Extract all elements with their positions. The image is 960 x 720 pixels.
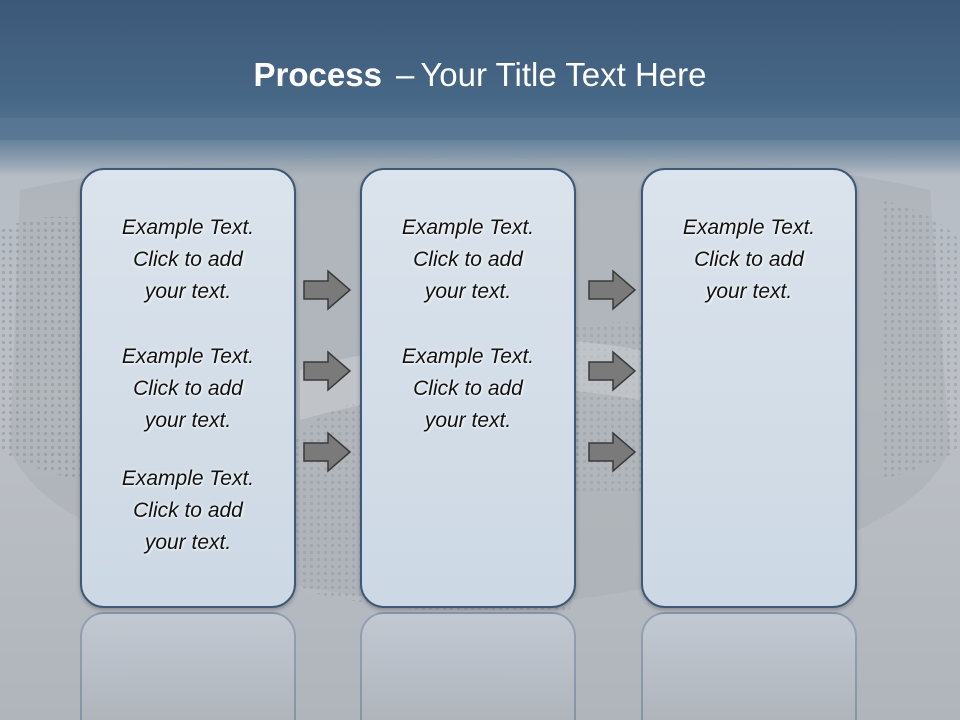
text-line: Example Text.	[121, 216, 255, 239]
panel-reflection-3	[641, 612, 857, 720]
text-line: Click to add	[694, 248, 804, 271]
process-panel-3[interactable]: Example Text. Click to add your text.	[641, 168, 857, 608]
text-line: your text.	[424, 409, 512, 432]
slide-title[interactable]: Process–Your Title Text Here	[0, 52, 960, 98]
title-bold: Process	[253, 56, 382, 93]
process-panel-2[interactable]: Example Text. Click to add your text. Ex…	[360, 168, 576, 608]
text-line: Example Text.	[121, 467, 255, 490]
text-line: your text.	[144, 280, 232, 303]
right-arrow-icon[interactable]	[587, 349, 637, 393]
panel-1-text-3[interactable]: Example Text. Click to add your text.	[82, 463, 294, 559]
panel-reflection-1	[80, 612, 296, 720]
text-line: Click to add	[413, 248, 523, 271]
text-line: your text.	[424, 280, 512, 303]
text-line: Example Text.	[682, 216, 816, 239]
text-line: Example Text.	[401, 216, 535, 239]
panel-3-text-1[interactable]: Example Text. Click to add your text.	[643, 212, 855, 308]
text-line: Click to add	[413, 377, 523, 400]
panel-2-text-2[interactable]: Example Text. Click to add your text.	[362, 341, 574, 437]
panel-reflection-2	[360, 612, 576, 720]
right-arrow-icon[interactable]	[302, 430, 352, 474]
right-arrow-icon[interactable]	[302, 349, 352, 393]
text-line: Example Text.	[401, 345, 535, 368]
text-line: Example Text.	[121, 345, 255, 368]
title-rest: Your Title Text Here	[420, 56, 707, 93]
right-arrow-icon[interactable]	[302, 268, 352, 312]
text-line: your text.	[705, 280, 793, 303]
text-line: Click to add	[133, 248, 243, 271]
right-arrow-icon[interactable]	[587, 430, 637, 474]
title-separator: –	[395, 56, 415, 93]
text-line: Click to add	[133, 377, 243, 400]
title-banner	[0, 0, 960, 140]
text-line: Click to add	[133, 499, 243, 522]
panel-2-text-1[interactable]: Example Text. Click to add your text.	[362, 212, 574, 308]
process-panel-1[interactable]: Example Text. Click to add your text. Ex…	[80, 168, 296, 608]
panel-1-text-1[interactable]: Example Text. Click to add your text.	[82, 212, 294, 308]
text-line: your text.	[144, 531, 232, 554]
right-arrow-icon[interactable]	[587, 268, 637, 312]
panel-1-text-2[interactable]: Example Text. Click to add your text.	[82, 341, 294, 437]
text-line: your text.	[144, 409, 232, 432]
